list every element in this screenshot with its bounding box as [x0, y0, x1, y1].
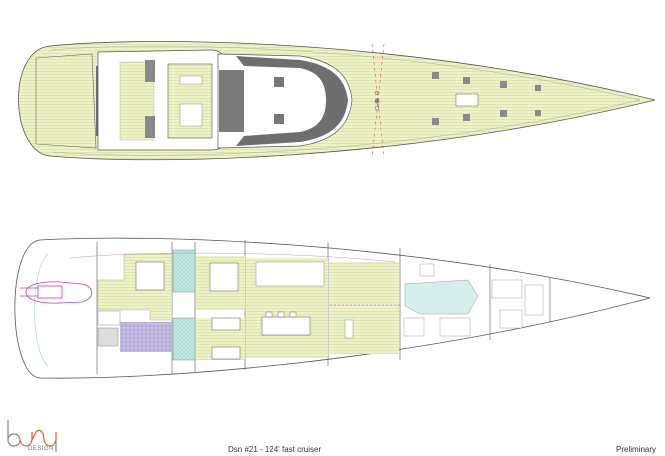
- logo-subtitle: DESIGN: [28, 446, 55, 452]
- cockpit-table: [167, 63, 213, 139]
- bathroom: [172, 317, 196, 361]
- deck-hatch: [274, 77, 284, 87]
- deck-plan: [18, 41, 656, 161]
- accommodation-plan: [14, 237, 651, 379]
- bed: [211, 317, 241, 331]
- sofa: [255, 261, 325, 287]
- drawing-title: Dsn #21 - 124' fast cruiser: [228, 445, 322, 454]
- winch-port: [145, 60, 155, 82]
- bed: [211, 346, 241, 360]
- crew-area: [120, 322, 172, 352]
- bathroom: [172, 249, 196, 293]
- foredeck-hatches: [432, 72, 541, 125]
- mast-icon: [374, 98, 380, 104]
- dining-table: [261, 316, 311, 336]
- bed: [135, 261, 165, 291]
- deck-inner-rail: [51, 45, 641, 156]
- galley-floor: [404, 279, 479, 315]
- tender: [20, 281, 93, 304]
- deckhouse-windows: [236, 56, 348, 146]
- deck-hatch: [274, 114, 284, 124]
- aft-sunpad: [35, 53, 97, 149]
- bury-design-logo: [7, 420, 57, 452]
- foredeck-hatch-large: [455, 93, 479, 107]
- bed: [209, 262, 239, 292]
- saloon-floor: [329, 262, 399, 354]
- drawing-status: Preliminary: [616, 445, 657, 454]
- winch-starboard: [145, 116, 155, 138]
